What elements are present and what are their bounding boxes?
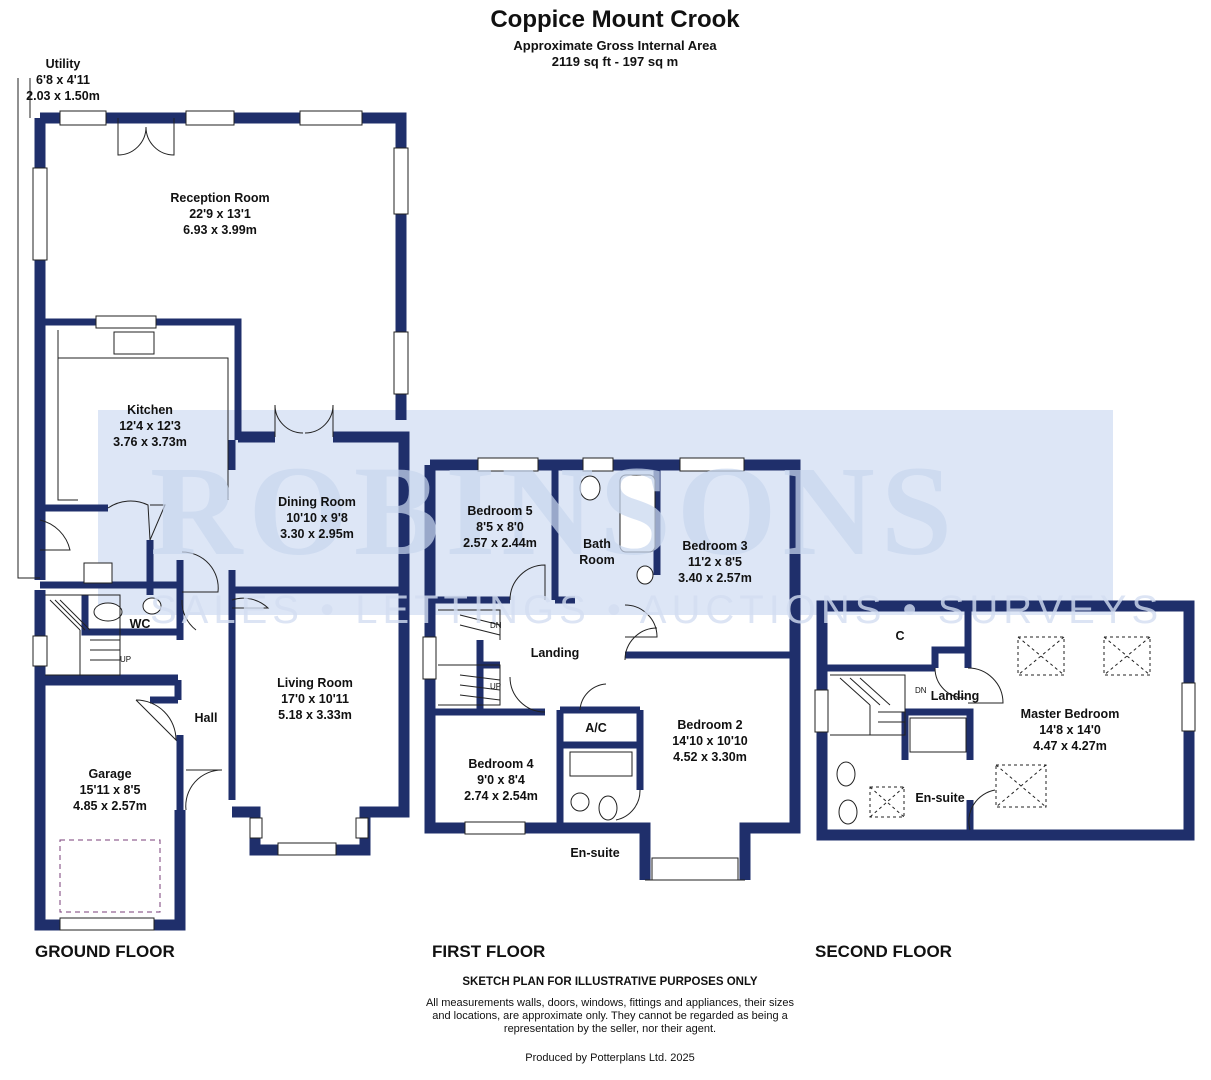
watermark-services: SALES • LETTINGS • AUCTIONS • SURVEYS xyxy=(150,588,1164,632)
ground-stairs-icon xyxy=(45,594,121,676)
first-floor-walls xyxy=(424,459,801,880)
room-hall: Hall xyxy=(194,711,218,725)
room-landing-first: Landing xyxy=(530,646,580,660)
ensuite-basin-icon xyxy=(570,792,590,812)
floor-label-first: FIRST FLOOR xyxy=(432,942,546,961)
room-wc: WC xyxy=(129,617,151,631)
floor-label-ground: GROUND FLOOR xyxy=(35,942,175,961)
disclaimer-title: SKETCH PLAN FOR ILLUSTRATIVE PURPOSES ON… xyxy=(462,976,758,988)
watermark-panel xyxy=(98,410,1113,615)
bath-toilet-icon xyxy=(579,475,601,501)
floor-label-second: SECOND FLOOR xyxy=(815,942,952,961)
second-floor-walls xyxy=(816,600,1195,841)
gross-area: 2119 sq ft - 197 sq m xyxy=(551,54,679,69)
utility-outline xyxy=(17,78,40,579)
disclaimer-text: All measurements walls, doors, windows, … xyxy=(425,997,795,1035)
ground-floor-doors xyxy=(39,118,334,811)
room-ensuite-first: En-suite xyxy=(570,846,620,860)
garage-door-outline xyxy=(59,839,161,913)
kitchen-sink-icon xyxy=(113,331,155,355)
ensuite-toilet-icon xyxy=(598,795,618,821)
room-ensuite-second: En-suite xyxy=(915,791,965,805)
produced-by: Produced by Potterplans Ltd. 2025 xyxy=(525,1052,695,1064)
second-stairs-icon xyxy=(830,674,906,736)
stairs-dn-label-second: DN xyxy=(915,686,927,695)
bath-basin-icon xyxy=(636,565,654,585)
stairs-up-label: UP xyxy=(120,655,132,664)
ground-floor-windows xyxy=(32,110,409,931)
page-title: Coppice Mount Crook xyxy=(490,6,740,33)
stairs-dn-label-first: DN xyxy=(490,621,502,630)
wc-toilet-icon xyxy=(93,602,123,622)
watermark-logo: ROBINSONS xyxy=(150,440,958,582)
wc-basin-icon xyxy=(142,597,162,615)
first-stairs-icon xyxy=(438,609,501,706)
room-cupboard: C xyxy=(895,629,905,643)
room-ac: A/C xyxy=(585,721,607,735)
page-subtitle: Approximate Gross Internal Area xyxy=(513,38,717,53)
utility-sink-icon xyxy=(83,562,113,584)
second-shower-icon xyxy=(909,717,967,753)
stairs-up-label-first: UP xyxy=(490,682,502,691)
ensuite-shower-icon xyxy=(569,751,633,777)
room-landing-second: Landing xyxy=(930,689,980,703)
bath-icon xyxy=(619,474,656,553)
